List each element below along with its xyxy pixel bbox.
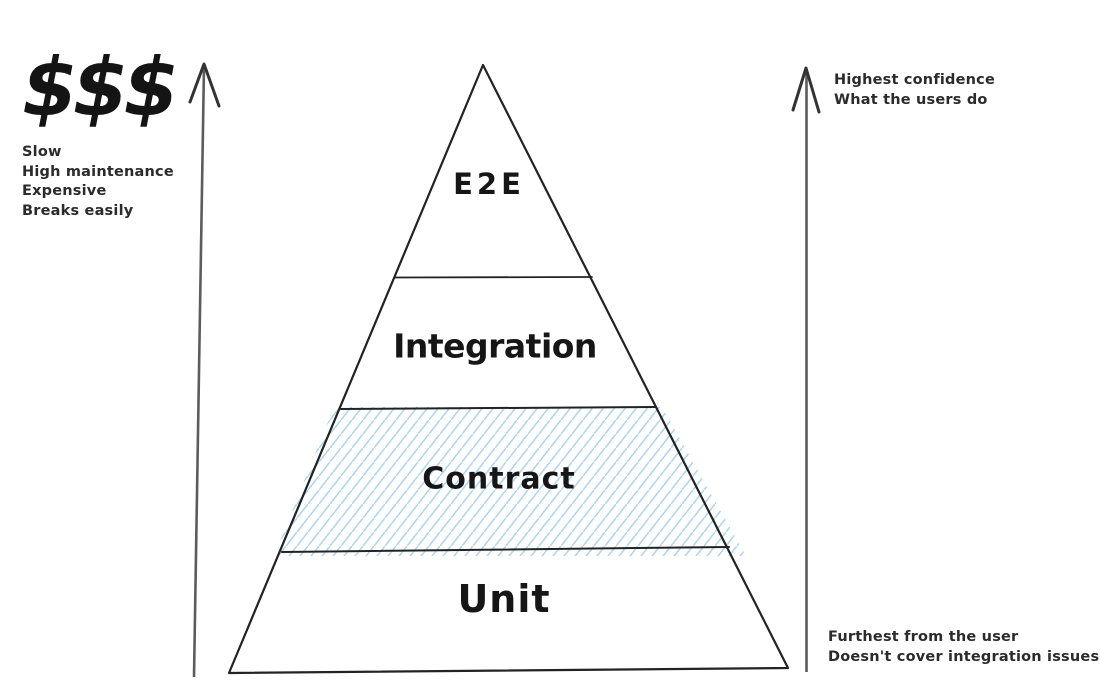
cost-note-maintenance: High maintenance (22, 163, 174, 180)
up-arrow-head (791, 66, 821, 114)
cost-dollars-label: $$$ (22, 41, 179, 134)
up-arrow-shaft (192, 65, 206, 678)
confidence-note-coverage: Doesn't cover integration issues (828, 648, 1100, 665)
layer-label-contract: Contract (422, 461, 576, 497)
layer-label-unit: Unit (457, 577, 551, 621)
confidence-note-highest: Highest confidence (834, 72, 995, 88)
layer-label-integration: Integration (393, 326, 597, 366)
confidence-note-users: What the users do (834, 91, 988, 108)
divider-integration-contract (340, 406, 657, 410)
cost-note-expensive: Expensive (22, 183, 107, 199)
layer-label-e2e: E2E (453, 167, 525, 201)
divider-contract-unit (281, 546, 730, 553)
cost-note-breaks: Breaks easily (22, 202, 134, 219)
confidence-notes-top: Highest confidence What the users do (834, 71, 995, 110)
confidence-axis-up-arrow-icon (791, 66, 821, 672)
contract-layer-hatch (274, 407, 746, 556)
cost-notes: Slow High maintenance Expensive Breaks e… (22, 143, 174, 221)
confidence-note-furthest: Furthest from the user (828, 629, 1019, 645)
up-arrow-head (188, 62, 221, 108)
confidence-notes-bottom: Furthest from the user Doesn't cover int… (828, 628, 1099, 667)
divider-e2e-integration (394, 276, 593, 279)
cost-axis-up-arrow-icon (188, 62, 221, 678)
pyramid-outline (227, 63, 790, 675)
cost-note-slow: Slow (22, 144, 62, 160)
